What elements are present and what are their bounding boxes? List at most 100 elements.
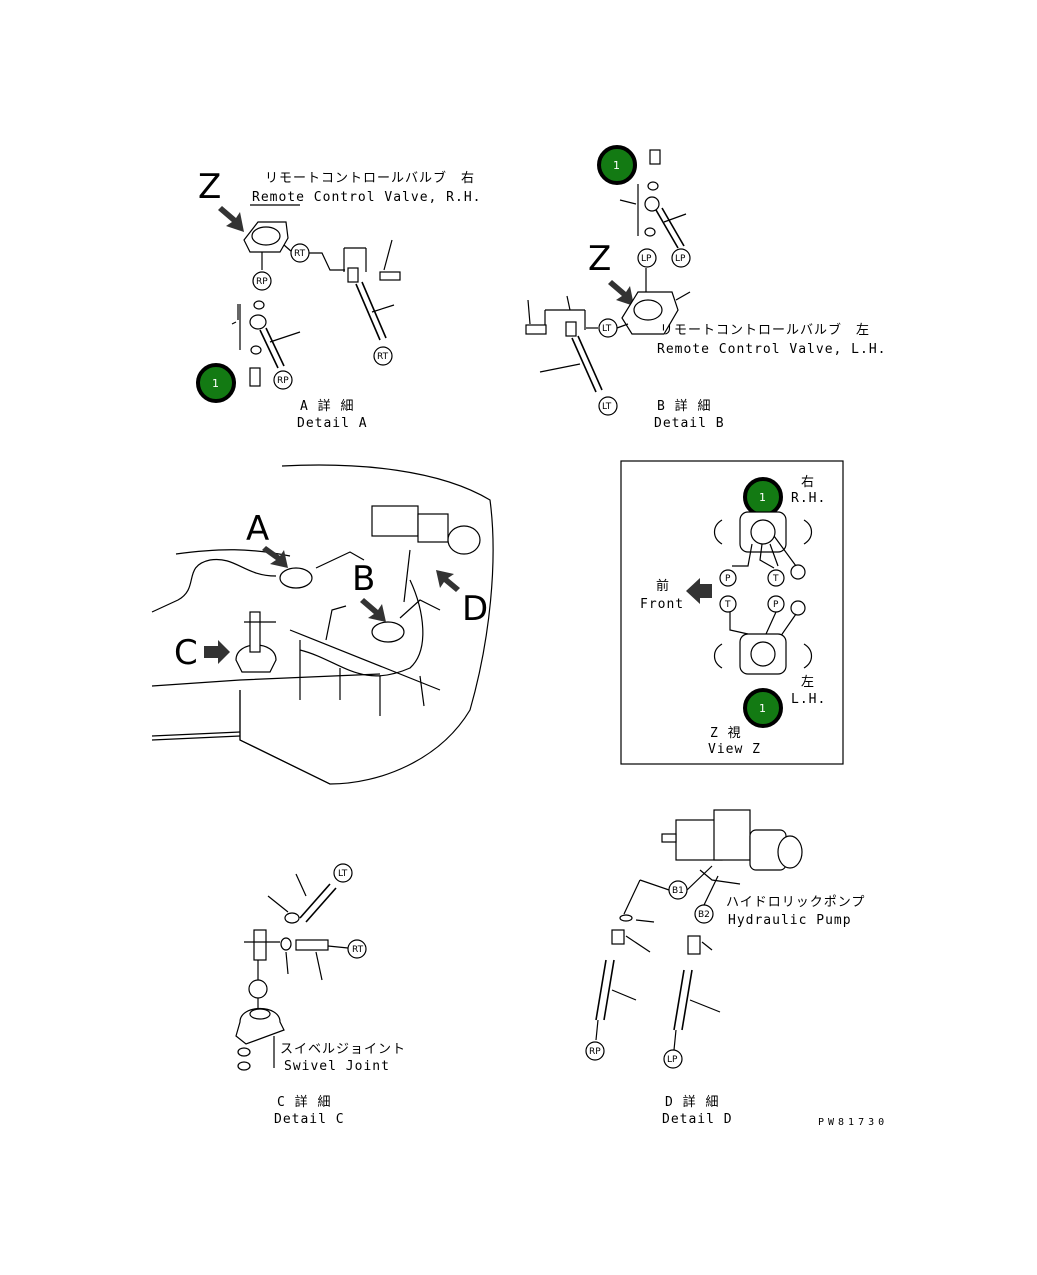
pump-body xyxy=(713,809,751,861)
letter-d: D xyxy=(462,589,488,629)
hose-lp-body xyxy=(655,209,679,249)
frame-edge xyxy=(151,673,381,687)
washer xyxy=(253,300,265,310)
leader-line xyxy=(623,879,641,915)
leader-line xyxy=(566,295,571,311)
front-label-jp: 前 xyxy=(656,578,670,594)
view-z: 1 右 R.H. P T 前 Front T P 1 左 L.H. Z 視 V xyxy=(620,460,844,765)
port-tag-rp-text: RP xyxy=(589,1047,601,1057)
front-arrow-icon xyxy=(686,578,712,604)
washer xyxy=(250,345,262,355)
port-tag-lp-2-text: LP xyxy=(675,254,686,264)
leader-line xyxy=(231,304,239,325)
port-t-rh xyxy=(767,569,785,587)
pump-head xyxy=(447,525,481,555)
detail-d: B1 B2 ハイドロリックポンプ Hydraulic Pump RP LP D … xyxy=(585,809,864,1127)
pump-body xyxy=(417,513,449,543)
rh-label-jp: 右 xyxy=(801,475,815,490)
svg-text:1: 1 xyxy=(759,702,766,715)
svg-text:1: 1 xyxy=(613,159,620,172)
view-z-frame xyxy=(620,460,844,765)
port-tag-lp xyxy=(663,1049,683,1069)
detail-c: LT RT スイベルジョイント Swivel Joint C 詳 細 Detai… xyxy=(235,863,406,1127)
port-tag-rp-text: RP xyxy=(256,277,268,287)
port-tag-rp xyxy=(252,271,272,291)
mount-arc xyxy=(713,643,813,669)
leader-line xyxy=(371,304,395,313)
callout-1-view-z-rh: 1 xyxy=(743,477,783,517)
rh-label-en: R.H. xyxy=(791,491,826,506)
washer xyxy=(644,227,656,237)
pump-shaft xyxy=(661,833,677,843)
frame-edge xyxy=(289,629,441,716)
hose-lp-body xyxy=(673,969,685,1031)
leader-line xyxy=(539,363,581,373)
swivel-shaft xyxy=(249,611,261,653)
swivel-joint-label-en: Swivel Joint xyxy=(284,1059,390,1074)
callout-1-detail-a: 1 xyxy=(196,363,236,403)
view-letter-z-b: Z xyxy=(588,239,611,279)
hose-lt-body xyxy=(305,887,337,923)
port-tag-lt-text: LT xyxy=(338,869,348,879)
lh-label-jp: 左 xyxy=(801,675,815,690)
bolt xyxy=(649,149,661,165)
callout-1-view-z-lh: 1 xyxy=(743,688,783,728)
mount-arc xyxy=(713,519,813,545)
port-blank-rh xyxy=(790,564,806,580)
leader-line xyxy=(295,873,307,897)
hose-rt-body xyxy=(361,281,387,339)
leader-line xyxy=(327,945,349,949)
fitting xyxy=(284,912,300,924)
valve-cap xyxy=(633,299,663,321)
fitting xyxy=(347,267,359,283)
washer xyxy=(647,181,659,191)
frame-edge xyxy=(175,549,291,557)
detail-d-title-en: Detail D xyxy=(662,1112,733,1127)
detail-b-title-en: Detail B xyxy=(654,416,725,431)
frame-edge xyxy=(239,690,331,785)
valve-cap xyxy=(251,226,281,246)
leader-line xyxy=(616,323,629,329)
arrow-d-icon xyxy=(436,570,460,592)
o-ring xyxy=(619,914,633,922)
hose-rp-body xyxy=(265,327,285,367)
leader-line xyxy=(619,199,637,205)
port-tag-lt-text: LT xyxy=(602,324,612,334)
port-t-lh xyxy=(719,595,737,613)
svg-text:1: 1 xyxy=(759,491,766,504)
bolt xyxy=(249,367,261,387)
lh-label-en: L.H. xyxy=(791,692,826,707)
remote-control-valve-lh xyxy=(371,621,405,643)
port-t-rh-text: T xyxy=(772,574,779,584)
remote-control-valve-rh-label-jp: リモートコントロールバルブ 右 xyxy=(265,170,475,186)
view-z-title-en: View Z xyxy=(708,742,761,757)
leader-line xyxy=(675,291,691,301)
frame-edge xyxy=(151,731,241,741)
swivel-top xyxy=(249,1008,271,1020)
o-ring xyxy=(237,1047,251,1057)
leader-line xyxy=(611,989,637,1001)
port-tag-b1-text: B1 xyxy=(672,886,684,896)
port-tag-i xyxy=(248,979,268,999)
leader-line xyxy=(527,299,531,325)
detail-c-title-en: Detail C xyxy=(274,1112,345,1127)
fitting xyxy=(644,196,660,212)
hose-rt-fitting xyxy=(295,939,329,951)
swivel-joint-label-jp: スイベルジョイント xyxy=(280,1042,406,1057)
o-ring xyxy=(280,937,292,951)
arrow-a-icon xyxy=(262,546,288,568)
leader-line xyxy=(383,239,393,271)
leader-line xyxy=(635,919,655,923)
remote-control-valve-rh xyxy=(279,567,313,589)
arrow-c-icon xyxy=(204,640,230,664)
hose-lp-body xyxy=(681,969,693,1031)
fitting xyxy=(565,321,577,337)
port-tag-rt-text: RT xyxy=(294,249,306,259)
o-ring xyxy=(237,1061,251,1071)
remote-control-valve-rh-label-en: Remote Control Valve, R.H. xyxy=(252,190,482,205)
main-assembly-view: A B C D xyxy=(151,464,494,785)
valve-lh-ports xyxy=(750,641,776,667)
detail-c-title-jp: C 詳 細 xyxy=(277,1094,331,1110)
leader-line xyxy=(686,865,713,891)
pump-flange xyxy=(777,835,803,869)
